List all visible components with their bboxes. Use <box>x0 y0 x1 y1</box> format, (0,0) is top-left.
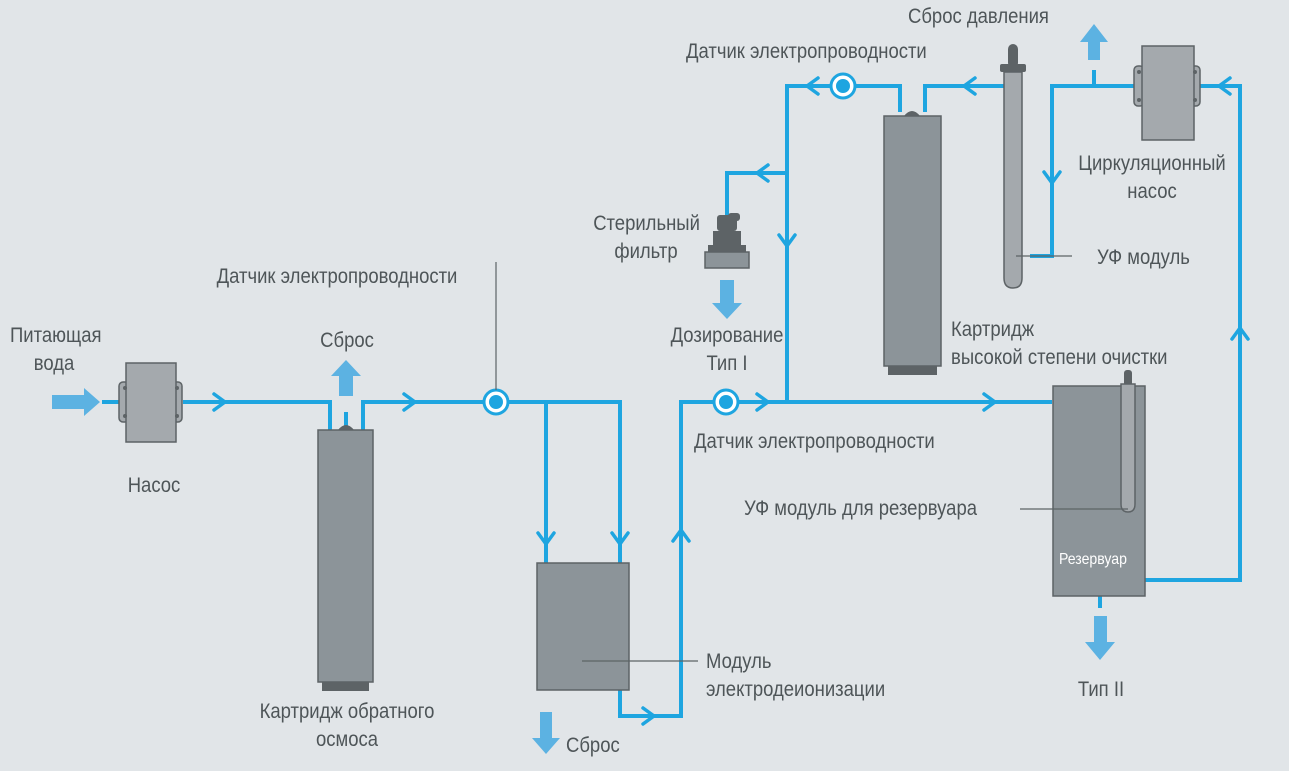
ro-cartridge-label: Картридж обратного осмоса <box>259 700 435 751</box>
flow-chevron <box>212 392 227 412</box>
line-polish-outlet <box>923 70 1012 112</box>
leader-lines <box>495 255 1128 662</box>
line-riser <box>785 84 902 402</box>
edi-module <box>536 562 630 691</box>
conductivity-sensors <box>482 72 857 416</box>
polishing-cartridge-label: Картридж высокой степени очистки <box>951 318 1168 369</box>
sterile-filter <box>704 213 750 269</box>
ro-drain-label: Сброс <box>320 329 374 352</box>
line-sterile-branch <box>725 171 787 215</box>
sensor-1-label: Датчик электропроводности <box>216 265 458 288</box>
polishing-cartridge <box>883 111 942 375</box>
edi-drain-arrow <box>532 712 560 754</box>
pressure-relief-label: Сброс давления <box>908 5 1049 28</box>
tank-label: Резервуар <box>1059 551 1127 568</box>
flow-chevron <box>671 528 691 543</box>
flow-chevrons <box>212 76 1250 726</box>
flow-chevron <box>755 163 770 183</box>
flow-chevron <box>755 392 770 412</box>
flow-chevron <box>1217 76 1232 96</box>
sensor-3-label: Датчик электропроводности <box>686 40 927 63</box>
tank <box>1052 370 1146 597</box>
type2-label: Тип II <box>1077 678 1125 701</box>
flow-chevron <box>536 531 556 546</box>
edi-drain-label: Сброс <box>566 734 620 757</box>
pump-label: Насос <box>127 474 181 497</box>
flow-chevron <box>1042 170 1062 185</box>
pressure-relief-arrow <box>1080 24 1108 60</box>
tank-uv-module-label: УФ модуль для резервуара <box>744 497 978 520</box>
flow-chevron <box>402 392 417 412</box>
dosing-type1-label: Дозирование Тип I <box>670 324 784 375</box>
flow-chevron <box>777 233 797 248</box>
type2-outlet-arrow <box>1085 616 1115 660</box>
sterile-filter-label: Стерильный фильтр <box>593 212 700 263</box>
ro-drain-arrow <box>331 360 361 396</box>
pump <box>118 362 183 443</box>
feed-water-label: Питающая вода <box>10 324 102 375</box>
flow-chevron <box>805 76 820 96</box>
circulation-pump-label: Циркуляционный насос <box>1078 152 1226 203</box>
uv-module <box>1000 44 1026 289</box>
flow-chevron <box>982 392 997 412</box>
sensor-2-label: Датчик электропроводности <box>694 430 935 453</box>
edi-module-label: Модуль электродеионизации <box>706 650 886 701</box>
flow-chevron <box>962 76 977 96</box>
line-ro-to-edi <box>361 400 622 563</box>
circulation-pump <box>1133 45 1201 141</box>
uv-module-label: УФ модуль <box>1097 246 1190 269</box>
ro-cartridge <box>317 425 374 691</box>
flow-chevron <box>641 706 656 726</box>
dosing-arrow <box>712 280 742 319</box>
flow-chevron <box>1230 326 1250 341</box>
feed-water-arrow <box>52 388 100 416</box>
line-pump-to-ro <box>183 400 332 430</box>
line-edi-outlet <box>618 400 1052 718</box>
big-arrows <box>52 24 1115 754</box>
flow-chevron <box>610 531 630 546</box>
